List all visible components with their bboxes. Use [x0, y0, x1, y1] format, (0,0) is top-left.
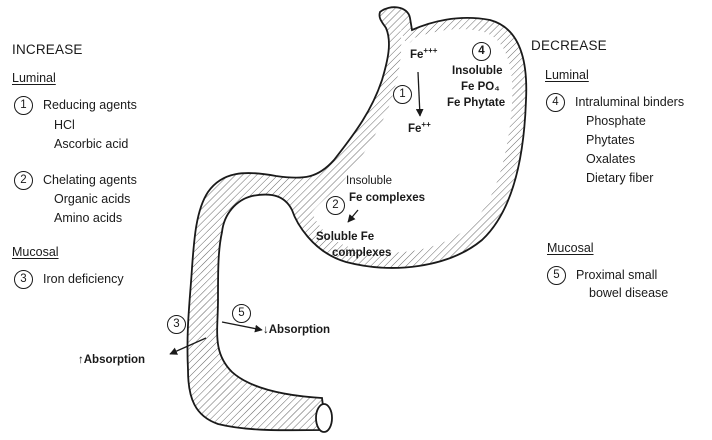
binder-item-phosphate: Phosphate: [586, 115, 646, 128]
decrease-absorption-label: ↓Absorption: [263, 325, 330, 337]
insoluble-line-1: Insoluble: [452, 66, 502, 78]
duodenum-num-5: 5: [232, 304, 251, 323]
reducing-agents-label: Reducing agents: [43, 99, 137, 112]
complex-top-line-1: Insoluble: [346, 176, 392, 188]
increase-absorption-label: ↑Absorption: [78, 355, 145, 367]
intestine-opening: [316, 404, 332, 432]
insoluble-line-2: Fe PO₄: [461, 82, 500, 94]
increase-absorption-text: Absorption: [84, 354, 145, 366]
fe3-base: Fe: [410, 49, 423, 61]
stomach-num-1: 1: [393, 85, 412, 104]
reducing-item-ascorbic: Ascorbic acid: [54, 138, 128, 151]
complex-top-line-2: Fe complexes: [349, 193, 425, 205]
stomach-num-4: 4: [472, 42, 491, 61]
increase-luminal-label: Luminal: [12, 72, 56, 85]
decrease-num-4: 4: [546, 93, 565, 112]
complex-bottom-line-2: complexes: [332, 248, 391, 260]
fe2-charge: ++: [421, 120, 430, 129]
binder-item-fiber: Dietary fiber: [586, 172, 653, 185]
chelating-item-organic: Organic acids: [54, 193, 130, 206]
duodenum-num-3: 3: [167, 315, 186, 334]
fe2-label: Fe++: [408, 124, 431, 136]
increase-mucosal-label: Mucosal: [12, 246, 59, 259]
insoluble-line-3: Fe Phytate: [447, 98, 505, 110]
binder-item-phytates: Phytates: [586, 134, 635, 147]
increase-heading: INCREASE: [12, 43, 83, 57]
complex-bottom-line-1: Soluble Fe: [316, 232, 374, 244]
binder-item-oxalates: Oxalates: [586, 153, 635, 166]
increase-num-3: 3: [14, 270, 33, 289]
fe3-charge: +++: [423, 46, 437, 55]
intraluminal-binders-label: Intraluminal binders: [575, 96, 684, 109]
decrease-num-5: 5: [547, 266, 566, 285]
chelating-item-amino: Amino acids: [54, 212, 122, 225]
increase-num-1: 1: [14, 96, 33, 115]
decrease-heading: DECREASE: [531, 39, 607, 53]
stomach-num-2: 2: [326, 196, 345, 215]
iron-deficiency-label: Iron deficiency: [43, 273, 124, 286]
bowel-disease-label: bowel disease: [589, 287, 668, 300]
fe3-label: Fe+++: [410, 50, 437, 62]
decrease-absorption-text: Absorption: [269, 324, 330, 336]
decrease-absorption-arrow: [222, 322, 262, 330]
decrease-luminal-label: Luminal: [545, 69, 589, 82]
increase-num-2: 2: [14, 171, 33, 190]
reducing-item-hcl: HCl: [54, 119, 75, 132]
fe2-base: Fe: [408, 123, 421, 135]
proximal-small-label: Proximal small: [576, 269, 657, 282]
chelating-agents-label: Chelating agents: [43, 174, 137, 187]
decrease-mucosal-label: Mucosal: [547, 242, 594, 255]
